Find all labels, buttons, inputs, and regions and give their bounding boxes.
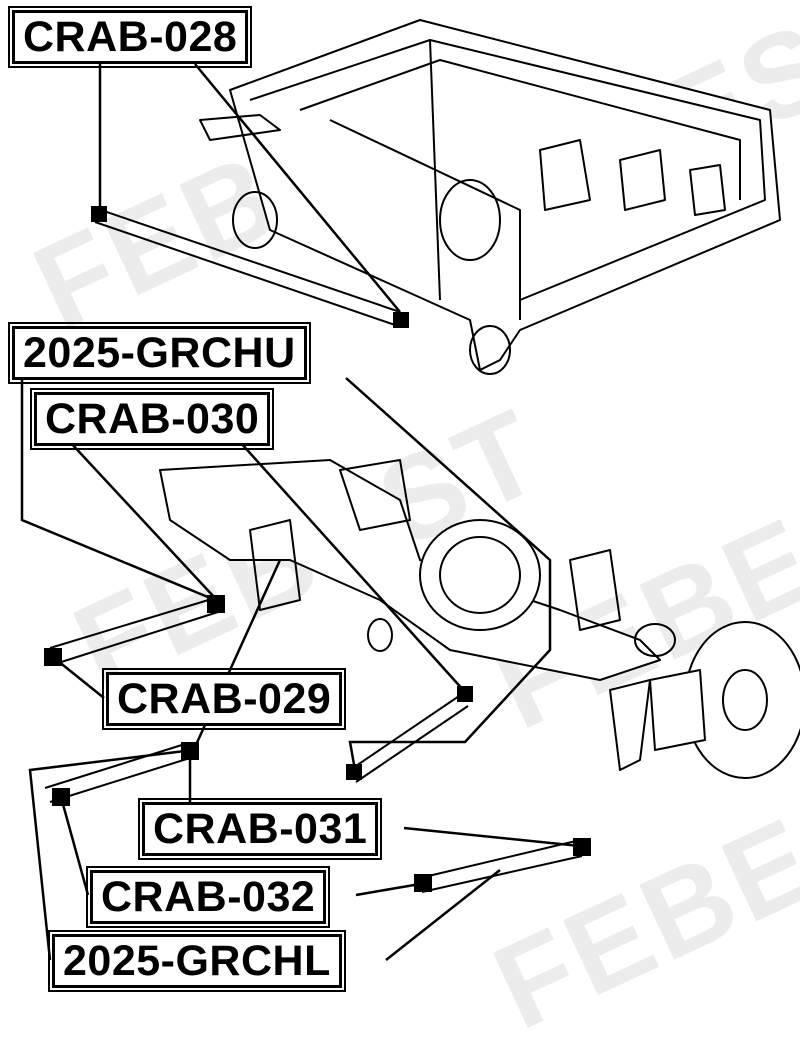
part-label-crab-031: CRAB-031 bbox=[137, 798, 383, 860]
part-label-2025-grchl: 2025-GRCHL bbox=[48, 930, 346, 992]
suspension-diagram bbox=[20, 19, 800, 961]
brake-disc bbox=[609, 621, 800, 779]
part-label-2025-grchu: 2025-GRCHU bbox=[8, 322, 311, 384]
part-label-crab-029: CRAB-029 bbox=[101, 668, 347, 730]
part-label-crab-030: CRAB-030 bbox=[29, 388, 275, 450]
vehicle-frame bbox=[199, 19, 781, 375]
bushing-icon bbox=[457, 686, 473, 702]
bushing-icon bbox=[414, 874, 432, 892]
leader-lines bbox=[20, 63, 581, 961]
part-label-crab-032: CRAB-032 bbox=[85, 866, 331, 928]
lower-arms bbox=[44, 597, 583, 893]
part-label-crab-028: CRAB-028 bbox=[7, 6, 253, 68]
bushing-icon bbox=[346, 764, 362, 780]
rear-axle bbox=[159, 459, 661, 681]
upper-control-arm-028 bbox=[94, 207, 401, 327]
bushing-icon bbox=[573, 838, 591, 856]
bushing-icon bbox=[91, 206, 107, 222]
bushing-icon bbox=[393, 312, 409, 328]
